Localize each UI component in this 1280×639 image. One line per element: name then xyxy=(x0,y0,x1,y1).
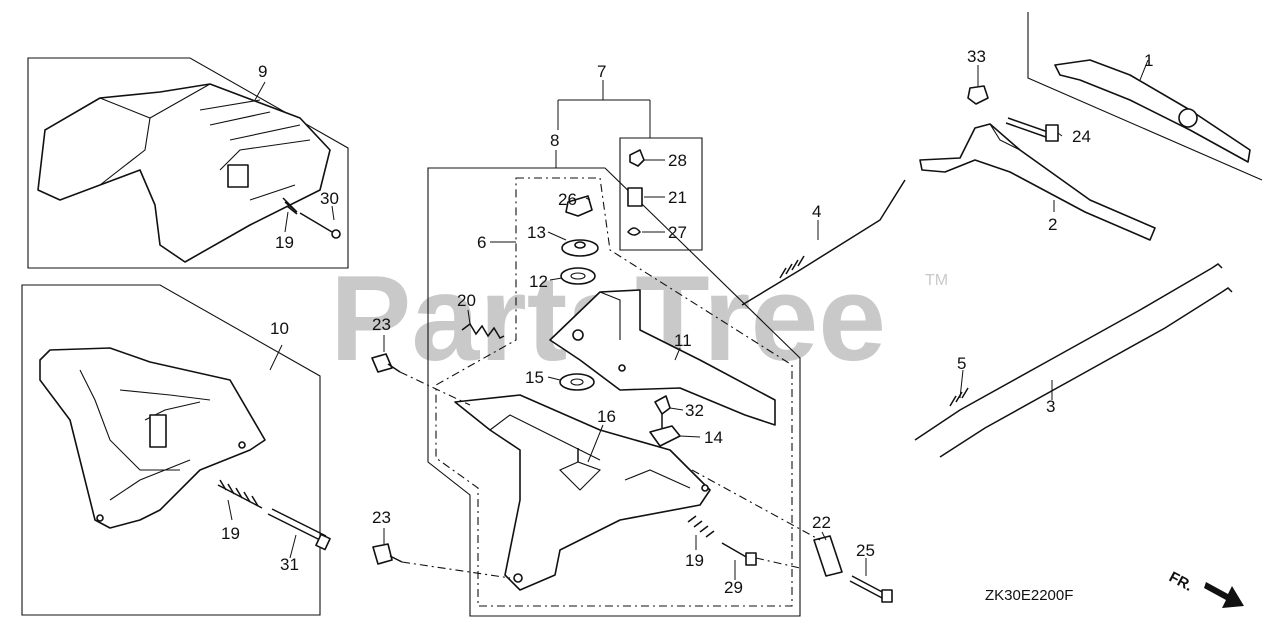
screw-28 xyxy=(629,149,645,167)
callout-29: 29 xyxy=(724,578,743,597)
callout-28: 28 xyxy=(668,151,687,170)
nut-26 xyxy=(565,195,593,217)
group-box-7 xyxy=(619,137,703,251)
callout-16: 16 xyxy=(597,407,616,426)
collar-22 xyxy=(813,535,843,577)
washer-12 xyxy=(560,267,596,285)
control-base-part-16 xyxy=(454,394,711,591)
callout-3: 3 xyxy=(1046,397,1055,416)
bolt-30 xyxy=(299,212,341,239)
callout-23-lower: 23 xyxy=(372,508,391,527)
front-arrow-icon xyxy=(1204,582,1244,608)
callout-33: 33 xyxy=(967,47,986,66)
front-direction-indicator: FR. xyxy=(1166,569,1244,608)
spring-19-left xyxy=(217,479,263,509)
bolt-23-lower xyxy=(372,543,403,565)
governor-plate-part-10 xyxy=(39,347,266,529)
bolt-31 xyxy=(267,508,331,551)
watermark-trademark: TM xyxy=(925,272,948,289)
leader-lines xyxy=(227,59,1149,580)
cover-part-9 xyxy=(37,83,331,263)
callout-4: 4 xyxy=(812,202,821,221)
block-14 xyxy=(649,425,681,447)
callout-22: 22 xyxy=(812,513,831,532)
rod-part-4 xyxy=(741,179,906,306)
callout-13: 13 xyxy=(527,223,546,242)
spring-19-top xyxy=(282,197,298,215)
group-box-1 xyxy=(1027,12,1263,181)
callout-19-left: 19 xyxy=(221,524,240,543)
diagram-code: ZK30E2200F xyxy=(985,587,1073,604)
callout-5: 5 xyxy=(957,354,966,373)
spring-part-5 xyxy=(949,387,969,407)
callout-30: 30 xyxy=(320,189,339,208)
washer-15 xyxy=(559,373,595,391)
bolt-25 xyxy=(849,575,893,603)
lever-part-2 xyxy=(919,123,1156,241)
bolt-29 xyxy=(721,542,757,566)
callout-24: 24 xyxy=(1072,127,1091,146)
callout-15: 15 xyxy=(525,368,544,387)
governor-arm-part-11 xyxy=(549,289,776,426)
nut-33 xyxy=(967,85,989,105)
callout-20: 20 xyxy=(457,291,476,310)
callout-19-top: 19 xyxy=(275,233,294,252)
group-box-9 xyxy=(27,57,349,269)
callout-11: 11 xyxy=(674,331,692,350)
bolt-23-upper xyxy=(371,353,401,373)
washer-13 xyxy=(561,239,599,257)
callout-21: 21 xyxy=(668,188,687,207)
screw-32 xyxy=(654,395,671,428)
callout-23-upper: 23 xyxy=(372,315,391,334)
group-box-6 xyxy=(435,177,793,607)
callout-26: 26 xyxy=(558,190,577,209)
bolt-24 xyxy=(1005,117,1059,142)
callout-31: 31 xyxy=(280,555,299,574)
front-label: FR. xyxy=(1166,569,1195,595)
callout-2: 2 xyxy=(1048,215,1057,234)
group-box-10 xyxy=(21,284,321,616)
callout-19-center: 19 xyxy=(685,551,704,570)
spring-20 xyxy=(461,322,505,339)
callout-27: 27 xyxy=(668,223,687,242)
callout-14: 14 xyxy=(704,428,723,447)
callout-9: 9 xyxy=(258,62,267,81)
fitting-21 xyxy=(627,187,643,207)
spring-19-center xyxy=(687,515,715,538)
callout-25: 25 xyxy=(856,541,875,560)
rod-part-3 xyxy=(914,263,1233,458)
callout-6: 6 xyxy=(477,233,486,252)
clip-27 xyxy=(627,227,641,236)
callout-7: 7 xyxy=(597,62,606,81)
lever-part-1 xyxy=(1054,59,1251,163)
callout-32: 32 xyxy=(685,401,704,420)
callout-1: 1 xyxy=(1144,51,1153,70)
callout-12: 12 xyxy=(529,272,548,291)
callout-10: 10 xyxy=(270,319,289,338)
callout-8: 8 xyxy=(550,131,559,150)
